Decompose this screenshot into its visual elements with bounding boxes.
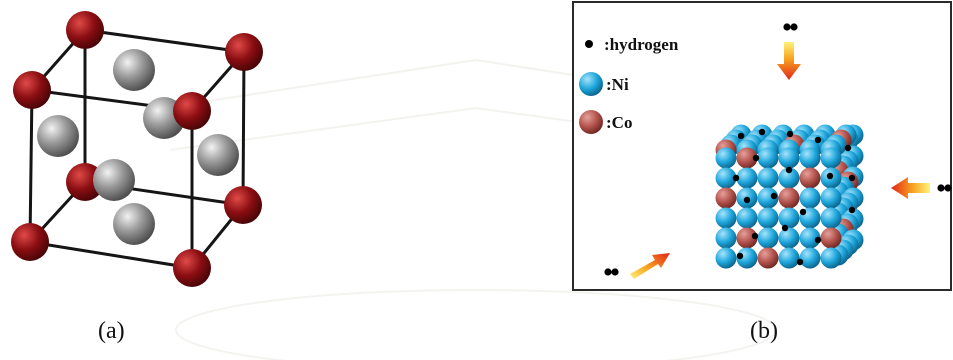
face-center-atom <box>197 134 239 176</box>
ni-atom <box>799 147 821 169</box>
legend-label-ni: :Ni <box>606 75 629 94</box>
ni-co-crystal <box>715 124 864 269</box>
ni-atom <box>820 187 842 209</box>
co-atom <box>736 227 758 249</box>
ni-atom <box>757 147 779 169</box>
ni-atom <box>715 207 737 229</box>
ni-atom <box>715 227 737 249</box>
hydrogen-atom <box>736 252 744 260</box>
hydrogen-atom <box>785 166 793 174</box>
ni-atom <box>820 147 842 169</box>
hydrogen-atom <box>770 192 778 200</box>
corner-atom <box>173 92 211 130</box>
ni-atom <box>757 187 779 209</box>
hydrogen-atom <box>814 136 822 144</box>
corner-atom <box>13 71 51 109</box>
face-center-atom <box>113 203 155 245</box>
ni-atom <box>736 167 758 189</box>
co-atom <box>757 247 779 269</box>
ni-atom <box>820 247 842 269</box>
ni-atom <box>757 167 779 189</box>
legend-label-hydrogen: :hydrogen <box>604 35 679 54</box>
hydrogen-atom <box>743 196 751 204</box>
caption-b: (b) <box>750 318 778 344</box>
ni-atom <box>715 147 737 169</box>
co-atom <box>778 187 800 209</box>
corner-atom <box>11 223 49 261</box>
cube-edge <box>28 89 34 243</box>
hydrogen-atom <box>848 174 856 182</box>
hydrogen-atom <box>758 128 766 136</box>
ni-atom <box>715 247 737 269</box>
arrow-diagonal-icon <box>630 253 670 279</box>
ni-atom <box>757 227 779 249</box>
ni-atom <box>757 207 779 229</box>
ni-atom <box>736 247 758 269</box>
corner-atom <box>173 249 211 287</box>
h2-molecule-top <box>783 23 798 31</box>
watermark-base-ellipse <box>175 289 777 360</box>
co-atom <box>736 147 758 169</box>
face-center-atom <box>113 49 155 91</box>
hydrogen-atom <box>786 130 794 138</box>
hydrogen-atom <box>826 172 834 180</box>
hydrogen-atom <box>751 232 759 240</box>
hydrogen-atom <box>796 258 804 266</box>
cube-edge <box>241 51 246 206</box>
caption-a: (a) <box>98 318 125 344</box>
ni-atom <box>799 227 821 249</box>
ni-atom <box>778 147 800 169</box>
ni-atom <box>715 167 737 189</box>
hydrogen-atom <box>737 132 745 140</box>
hydrogen-atom <box>781 224 789 232</box>
hydrogen-atom <box>848 206 856 214</box>
h2-molecule-bottom-left <box>604 268 619 276</box>
ni-atom <box>820 207 842 229</box>
face-center-atom <box>93 159 135 201</box>
ni-atom <box>778 227 800 249</box>
arrow-left-icon <box>891 177 930 199</box>
co-atom-icon <box>579 110 603 134</box>
ni-atom <box>778 247 800 269</box>
ni-atom <box>736 207 758 229</box>
hydrogen-atom <box>844 144 852 152</box>
corner-atom <box>66 11 104 49</box>
h2-molecule-right <box>937 184 952 192</box>
hydrogen-atom <box>799 208 807 216</box>
co-atom <box>715 187 737 209</box>
ni-atom <box>799 247 821 269</box>
hydrogen-atom-icon <box>585 40 593 48</box>
face-center-atom <box>37 115 79 157</box>
co-atom <box>820 227 842 249</box>
corner-atom <box>224 186 262 224</box>
cube-edge <box>29 240 193 270</box>
fcc-unit-cell <box>11 11 263 287</box>
cube-edge <box>84 28 245 54</box>
ni-atom <box>778 207 800 229</box>
hydrogen-atom <box>732 174 740 182</box>
ni-atom <box>799 187 821 209</box>
hydrogen-absorption-panel: :hydrogen :Ni :Co <box>572 1 952 291</box>
ni-atom-icon <box>579 72 603 96</box>
legend: :hydrogen :Ni :Co <box>579 35 679 134</box>
hydrogen-atom <box>814 236 822 244</box>
hydrogen-atom <box>752 154 760 162</box>
co-atom <box>799 167 821 189</box>
ni-atom <box>778 167 800 189</box>
legend-label-co: :Co <box>606 113 632 132</box>
corner-atom <box>225 33 263 71</box>
arrow-down-icon <box>777 42 801 80</box>
